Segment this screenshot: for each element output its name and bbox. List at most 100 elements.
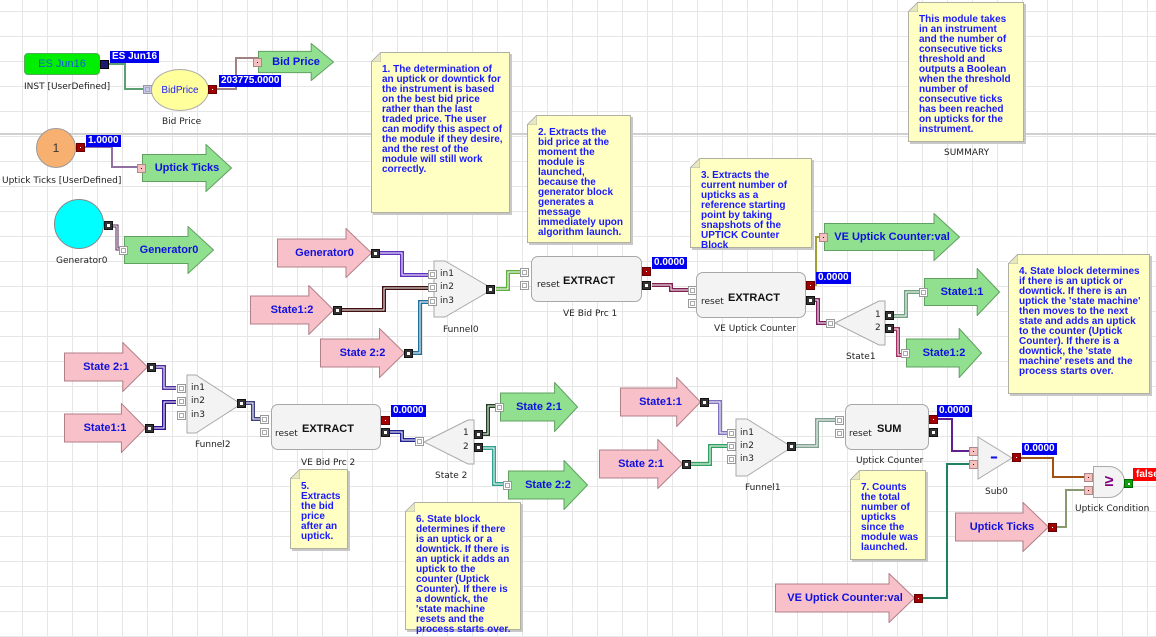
ve-uptick-counter-output-port[interactable] [806,296,815,305]
generator0-input-arrow-port[interactable] [371,248,380,258]
condition-input1-port[interactable] [1084,473,1093,482]
state2-2-output-arrow[interactable]: State 2:2 [508,460,588,510]
state2-out2-port[interactable] [474,443,483,452]
state2-input-port[interactable] [415,437,424,446]
generator-output-arrow[interactable]: Generator0 [124,226,214,274]
ve-bid-prc-2-reset-port[interactable] [260,428,269,437]
sub0-symbol: – [990,447,998,466]
instrument-output-port[interactable] [100,60,109,69]
uptick-ticks-output-port[interactable] [76,143,85,152]
funnel2-in2-port[interactable] [177,397,186,406]
state2-1-input-arrow-a[interactable]: State 2:1 [64,342,148,392]
ve-uptick-counter-block[interactable]: reset EXTRACT [696,272,806,318]
funnel2-shape[interactable] [186,374,242,434]
generator-output-port[interactable] [104,221,113,230]
sub0-output-port[interactable] [1012,453,1021,462]
uptick-condition-block[interactable]: ≥ [1093,466,1125,498]
state1-1-output-arrow[interactable]: State1:1 [924,268,1000,316]
arrow-label: State 2:1 [516,401,562,413]
state2-1-input-arrow-a-port[interactable] [147,362,156,372]
ve-bid-prc-2-output-port[interactable] [381,428,390,437]
funnel0-output-port[interactable] [486,285,495,294]
uptick-ticks-output-arrow-port[interactable] [137,163,146,173]
ve-bid-prc-1-output-port[interactable] [642,281,651,290]
ve-bid-prc-1-value-port[interactable] [642,267,651,276]
state1-out2-port[interactable] [885,324,894,333]
state2-1-output-arrow[interactable]: State 2:1 [500,382,578,432]
state1-2-input-arrow-port[interactable] [333,305,342,315]
ve-uptick-counter-value: 0.0000 [816,272,851,284]
state2-1-output-arrow-port[interactable] [495,402,504,412]
uptick-ticks-input-block[interactable]: 1 [36,128,76,168]
state2-2-input-arrow-port[interactable] [404,348,413,358]
funnel1-in3-port[interactable] [727,455,736,464]
uptick-ticks-input-arrow-port[interactable] [1048,522,1057,532]
state1-out1-port[interactable] [885,311,894,320]
state2-shape[interactable] [423,419,475,465]
uptick-counter-block[interactable]: reset SUM [845,404,929,450]
uptick-counter-value-port[interactable] [929,415,938,424]
instrument-block[interactable]: ES Jun16 [24,53,100,75]
ve-bid-prc-1-reset-port[interactable] [520,281,529,290]
ve-bid-prc-2-input-port[interactable] [260,415,269,424]
state1-2-output-arrow[interactable]: State1:2 [906,328,982,378]
ve-bid-prc-2-block[interactable]: reset EXTRACT [271,404,381,450]
bidprice-block[interactable]: BidPrice [151,69,209,111]
generator-block[interactable] [54,199,104,249]
funnel2-in2-label: in2 [191,396,205,406]
bidprice-output-port[interactable] [208,85,217,94]
note-7: 7. Counts the total number of upticks si… [850,470,926,560]
condition-input2-port[interactable] [1084,486,1093,495]
funnel1-in1-port[interactable] [727,429,736,438]
funnel1-shape[interactable] [735,418,793,477]
state2-out1-port[interactable] [474,430,483,439]
uptick-counter-input-port[interactable] [835,416,844,425]
uptick-counter-output-port[interactable] [929,428,938,437]
funnel0-in2-port[interactable] [428,283,437,292]
ve-uptick-counter-val-arrow-port[interactable] [819,232,828,242]
funnel2-in1-port[interactable] [177,384,186,393]
ve-uptick-counter-title: EXTRACT [728,292,780,304]
bid-price-output-arrow-port[interactable] [253,57,262,67]
ve-uptick-counter-value-port[interactable] [806,281,815,290]
funnel1-in2-port[interactable] [727,442,736,451]
state1-1-input-arrow-b-port[interactable] [700,397,709,407]
state1-input-port[interactable] [826,319,835,328]
state1-1-input-arrow-b[interactable]: State1:1 [620,377,701,427]
state1-1-output-arrow-port[interactable] [919,287,928,297]
ve-uptick-counter-reset-label: reset [701,297,724,307]
ve-bid-prc-2-value-port[interactable] [381,416,390,425]
state1-2-input-arrow[interactable]: State1:2 [250,285,334,335]
state1-2-output-arrow-port[interactable] [901,348,910,358]
funnel2-in3-port[interactable] [177,411,186,420]
state1-1-input-arrow-a-port[interactable] [145,423,154,433]
condition-output-port[interactable] [1124,479,1133,488]
funnel0-shape[interactable] [433,260,495,318]
state1-shape[interactable] [834,300,886,346]
sub0-shape[interactable] [977,436,1013,480]
ve-uptick-counter-val-input-arrow-port[interactable] [914,593,923,603]
uptick-ticks-input-arrow[interactable]: Uptick Ticks [955,502,1049,552]
generator0-input-arrow[interactable]: Generator0 [277,228,372,278]
state2-2-input-arrow[interactable]: State 2:2 [320,328,405,378]
ve-uptick-counter-val-arrow[interactable]: VE Uptick Counter:val [824,213,960,261]
uptick-ticks-output-arrow[interactable]: Uptick Ticks [142,144,232,192]
state2-2-output-arrow-port[interactable] [503,480,512,490]
bid-price-output-arrow[interactable]: Bid Price [258,43,334,81]
uptick-counter-reset-port[interactable] [835,429,844,438]
funnel1-output-port[interactable] [787,442,796,451]
ve-bid-prc-2-title: EXTRACT [302,423,354,435]
wire-state12-funnel0 [338,286,432,312]
funnel0-in1-port[interactable] [428,270,437,279]
ve-bid-prc-1-block[interactable]: reset EXTRACT [531,256,642,302]
funnel0-in3-port[interactable] [428,297,437,306]
state2-1-input-arrow-b-port[interactable] [682,459,691,469]
note-4: 4. State block determines if there is an… [1008,254,1150,394]
ve-bid-prc-1-input-port[interactable] [520,268,529,277]
generator-output-arrow-port[interactable] [119,245,128,255]
state2-1-input-arrow-b[interactable]: State 2:1 [599,439,683,489]
ve-uptick-counter-val-input-arrow[interactable]: VE Uptick Counter:val [775,573,915,623]
funnel2-output-port[interactable] [237,399,246,408]
state1-1-input-arrow-a[interactable]: State1:1 [64,403,146,453]
